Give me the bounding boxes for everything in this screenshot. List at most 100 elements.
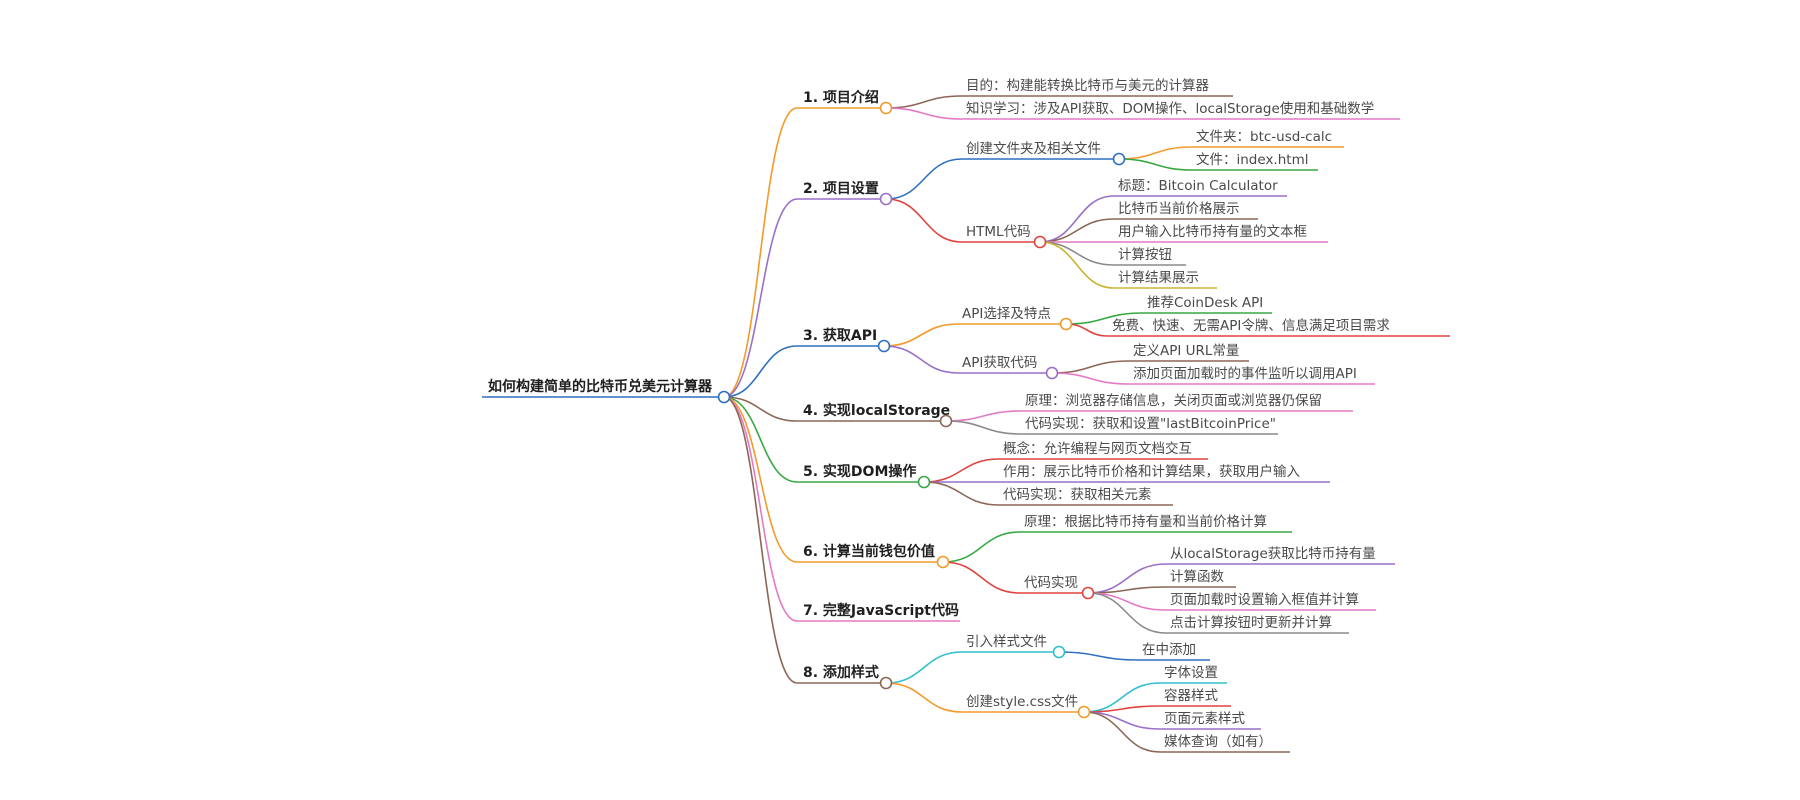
edge-topic-to-detail	[1058, 651, 1139, 661]
edge-topic-to-detail	[1087, 563, 1167, 594]
edge-topic-to-detail	[1083, 682, 1161, 713]
section-node-label: 1. 项目介绍	[803, 89, 879, 106]
section-node-label: 7. 完整JavaScript代码	[803, 602, 959, 619]
section-node-label: 5. 实现DOM操作	[803, 463, 916, 480]
topic-node-label: 目的：构建能转换比特币与美元的计算器	[966, 78, 1209, 94]
topic-node-label: 引入样式文件	[966, 634, 1047, 650]
edge-root-to-section	[723, 107, 798, 398]
edge-topic-to-detail	[1083, 711, 1161, 730]
edge-section-to-topic	[923, 458, 1000, 483]
topic-node-label: 代码实现：获取相关元素	[1003, 487, 1152, 503]
edge-topic-to-detail	[1051, 360, 1130, 374]
detail-node-label: 从localStorage获取比特币持有量	[1170, 546, 1376, 562]
topic-node-label: 创建style.css文件	[966, 694, 1078, 710]
topic-node-label: API选择及特点	[962, 306, 1051, 322]
edge-section-to-topic	[885, 158, 963, 200]
topic-collapse-toggle[interactable]	[1045, 366, 1059, 380]
edge-topic-to-detail	[1118, 158, 1193, 171]
section-collapse-toggle[interactable]	[879, 676, 893, 690]
detail-node-label: 页面加载时设置输入框值并计算	[1170, 592, 1359, 608]
section-collapse-toggle[interactable]	[877, 339, 891, 353]
edge-section-to-topic	[942, 561, 1021, 594]
detail-node-label: 页面元素样式	[1164, 711, 1245, 727]
edge-root-to-section	[723, 396, 798, 563]
edge-topic-to-detail	[1087, 592, 1167, 611]
detail-node-label: 点击计算按钮时更新并计算	[1170, 615, 1332, 631]
topic-collapse-toggle[interactable]	[1059, 317, 1073, 331]
edge-section-to-topic	[885, 682, 963, 713]
detail-node-label: 文件：index.html	[1196, 152, 1308, 168]
detail-node-label: 在中添加	[1142, 642, 1196, 658]
detail-node-label: 定义API URL常量	[1133, 343, 1239, 359]
topic-node-label: 作用：展示比特币价格和计算结果，获取用户输入	[1003, 463, 1300, 480]
edge-section-to-topic	[885, 107, 963, 120]
edge-topic-to-detail	[1087, 592, 1167, 634]
edge-topic-to-detail	[1065, 312, 1144, 325]
section-node-label: 8. 添加样式	[803, 664, 879, 681]
detail-node-label: 媒体查询（如有）	[1164, 734, 1272, 750]
edge-root-to-section	[723, 396, 798, 422]
edge-topic-to-detail	[1083, 711, 1161, 753]
section-node-label: 2. 项目设置	[803, 180, 879, 197]
detail-node-label: 容器样式	[1164, 687, 1218, 704]
detail-node-label: 标题：Bitcoin Calculator	[1118, 178, 1278, 194]
root-collapse-toggle[interactable]	[717, 390, 731, 404]
section-collapse-toggle[interactable]	[917, 475, 931, 489]
topic-node-label: 知识学习：涉及API获取、DOM操作、localStorage使用和基础数学	[966, 100, 1374, 117]
edge-topic-to-detail	[1039, 241, 1115, 266]
edge-section-to-topic	[923, 481, 1000, 506]
mindmap-edges	[723, 95, 1193, 753]
section-collapse-toggle[interactable]	[936, 555, 950, 569]
edge-root-to-section	[723, 396, 798, 684]
edge-topic-to-detail	[1039, 195, 1115, 243]
section-node-label: 3. 获取API	[803, 327, 877, 344]
topic-collapse-toggle[interactable]	[1052, 645, 1066, 659]
section-collapse-toggle[interactable]	[939, 414, 953, 428]
topic-node-label: 概念：允许编程与网页文档交互	[1003, 440, 1192, 457]
topic-node-label: 代码实现：获取和设置"lastBitcoinPrice"	[1025, 416, 1276, 432]
edge-section-to-topic	[883, 345, 959, 374]
detail-node-label: 比特币当前价格展示	[1118, 200, 1240, 217]
edge-topic-to-detail	[1051, 372, 1130, 385]
topic-node-label: 原理：根据比特币持有量和当前价格计算	[1024, 513, 1267, 530]
topic-collapse-toggle[interactable]	[1077, 705, 1091, 719]
section-node-label: 4. 实现localStorage	[803, 402, 950, 419]
section-collapse-toggle[interactable]	[879, 101, 893, 115]
edge-topic-to-detail	[1039, 218, 1115, 243]
topic-node-label: 原理：浏览器存储信息，关闭页面或浏览器仍保留	[1025, 392, 1322, 409]
topic-node-label: 代码实现	[1024, 575, 1078, 591]
edge-section-to-topic	[885, 95, 963, 109]
edge-section-to-topic	[883, 323, 959, 347]
edge-topic-to-detail	[1083, 705, 1161, 713]
edge-section-to-topic	[942, 531, 1021, 563]
detail-node-label: 计算函数	[1170, 569, 1224, 585]
edge-root-to-section	[723, 198, 798, 398]
mindmap-nodes: 如何构建简单的比特币兑美元计算器 1. 项目介绍 目的：构建能转换比特币与美元的计算…	[482, 78, 1450, 753]
edge-section-to-topic	[945, 420, 1022, 435]
edge-section-to-topic	[885, 651, 963, 684]
section-collapse-toggle[interactable]	[879, 192, 893, 206]
edge-root-to-section	[723, 396, 798, 622]
edge-topic-to-detail	[1118, 146, 1193, 160]
detail-node-label: 推荐CoinDesk API	[1147, 295, 1263, 311]
edge-root-to-section	[723, 345, 798, 398]
edge-section-to-topic	[885, 198, 963, 243]
topic-collapse-toggle[interactable]	[1112, 152, 1126, 166]
topic-node-label: 创建文件夹及相关文件	[966, 141, 1101, 157]
topic-collapse-toggle[interactable]	[1033, 235, 1047, 249]
section-node-label: 6. 计算当前钱包价值	[803, 543, 935, 560]
detail-node-label: 计算结果展示	[1118, 270, 1199, 286]
edge-topic-to-detail	[1065, 323, 1109, 337]
detail-node-label: 文件夹：btc-usd-calc	[1196, 129, 1332, 145]
edge-root-to-section	[723, 396, 798, 483]
topic-node-label: API获取代码	[962, 355, 1037, 371]
edge-topic-to-detail	[1087, 586, 1167, 594]
detail-node-label: 免费、快速、无需API令牌、信息满足项目需求	[1112, 317, 1390, 334]
detail-node-label: 字体设置	[1164, 665, 1218, 681]
detail-node-label: 添加页面加载时的事件监听以调用API	[1133, 366, 1357, 382]
edge-topic-to-detail	[1039, 241, 1115, 289]
root-node-label: 如何构建简单的比特币兑美元计算器	[488, 378, 713, 395]
topic-collapse-toggle[interactable]	[1081, 586, 1095, 600]
detail-node-label: 用户输入比特币持有量的文本框	[1118, 223, 1307, 240]
